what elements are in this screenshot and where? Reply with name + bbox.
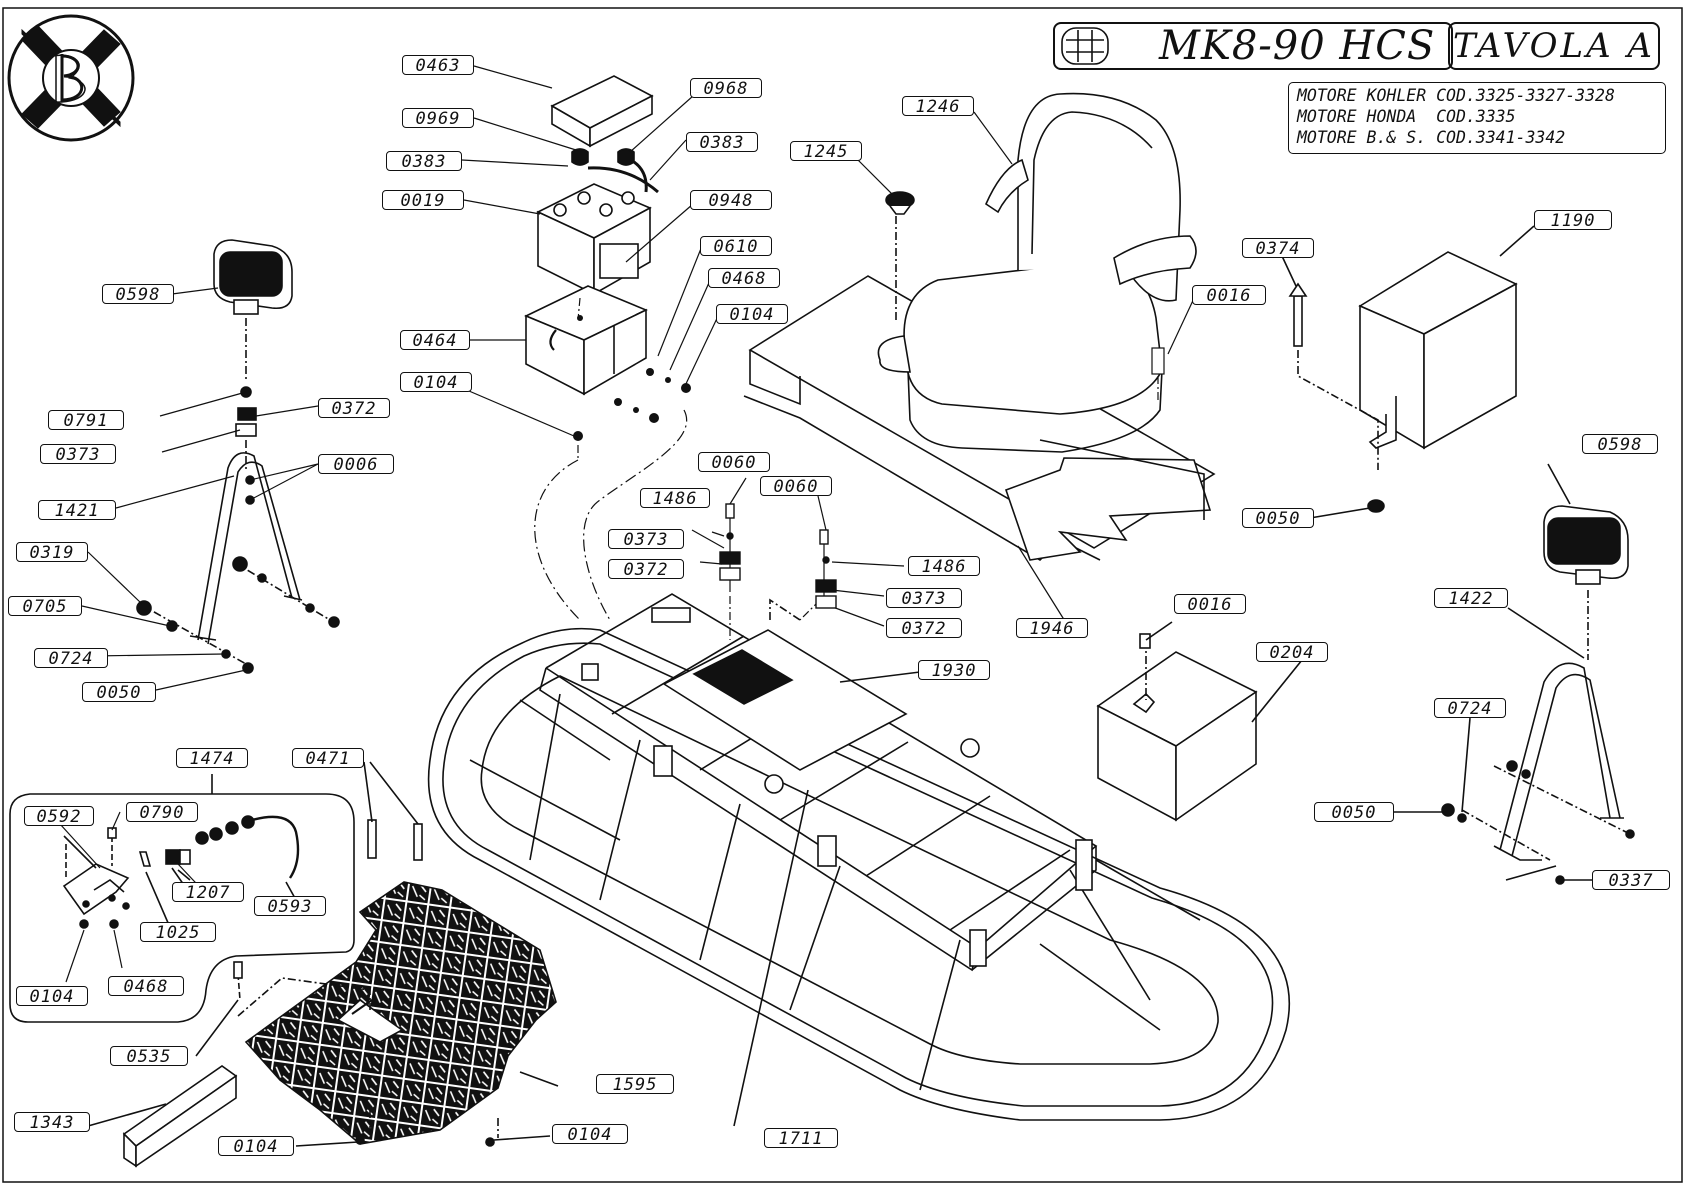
part-label: 1486 [908,556,980,577]
part-label: 0471 [292,748,364,769]
part-label: 0790 [126,802,198,823]
part-label: 0050 [82,682,156,703]
part-label: 0104 [400,372,472,393]
pedal-detail [9,774,355,1023]
part-label: 0104 [16,986,88,1007]
toolbox [1096,621,1303,822]
part-label: 0463 [402,55,474,76]
part-label: 0724 [34,648,108,669]
part-label: 0060 [760,476,832,497]
part-label: 0374 [1242,238,1314,259]
part-label: 1946 [1016,618,1088,639]
part-label: 0724 [1434,698,1506,719]
part-label: 0383 [686,132,758,153]
part-label: 1246 [902,96,974,117]
part-label: 0592 [24,806,94,827]
part-label: 0006 [318,454,394,475]
title-frame [1053,22,1453,70]
tread-plate [195,761,559,1147]
part-label: 0372 [608,559,684,580]
part-label: 0610 [700,236,772,257]
part-label: 0791 [48,410,124,431]
part-label: 0468 [108,976,184,997]
sheet-border [2,7,1683,1183]
work-light-right [1543,463,1629,660]
engine-codes-box: MOTORE KOHLER COD.3325-3327-3328 MOTORE … [1288,82,1666,154]
cover-box-1190 [1281,225,1535,519]
roll-bar-right [1394,607,1635,885]
seat-knob-1245 [885,191,915,320]
part-label: 0372 [318,398,390,419]
part-label: 0104 [552,1124,628,1145]
step-bracket [87,1065,238,1168]
part-label: 0050 [1314,802,1394,823]
part-label: 0019 [382,190,464,211]
engine-line-honda: MOTORE HONDA COD.3335 [1297,107,1516,126]
frame-fasteners [719,503,837,609]
part-label: 1474 [176,748,248,769]
model-title: MK8-90 HCS [1159,23,1436,69]
part-label: 1245 [790,141,862,162]
part-label: 0204 [1256,642,1328,663]
part-label: 0060 [698,452,770,473]
part-label: 0050 [1242,508,1314,529]
part-label: 0319 [16,542,88,563]
part-label: 0598 [1582,434,1658,455]
part-label: 0016 [1174,594,1246,615]
part-label: 1190 [1534,210,1612,231]
part-label: 0104 [716,304,788,325]
part-label: 0468 [708,268,780,289]
part-label: 0535 [110,1046,188,1067]
part-label: 0373 [886,588,962,609]
battery-group [524,75,659,396]
part-label: 0948 [690,190,772,211]
part-label: 0968 [690,78,762,99]
seat-leaders [855,111,1197,627]
brand-logo [7,14,135,142]
part-label: 0373 [40,444,116,465]
part-label: 1025 [140,922,216,943]
part-label: 1595 [596,1074,674,1095]
left-leaders [81,287,319,691]
part-label: 0969 [402,108,474,129]
part-label: 1422 [1434,588,1508,609]
part-label: 0104 [218,1136,294,1157]
part-label: 0383 [386,151,462,172]
part-label: 0598 [102,284,174,305]
engine-line-kohler: MOTORE KOHLER COD.3325-3327-3328 [1297,86,1615,105]
part-label: 0373 [608,529,684,550]
seat [743,92,1216,562]
work-light-left [213,239,293,380]
part-label: 1711 [764,1128,838,1149]
engine-line-bs: MOTORE B.& S. COD.3341-3342 [1297,128,1566,147]
main-frame [427,593,1291,1127]
battery-fasteners [573,315,691,441]
roll-bar-left [136,386,340,674]
part-label: 0372 [886,618,962,639]
chassis-icon [1061,27,1109,65]
part-label: 1930 [918,660,990,681]
part-label: 0705 [8,596,82,617]
part-label: 0337 [1592,870,1670,891]
part-label: 1421 [38,500,116,521]
part-label: 1486 [640,488,710,509]
table-title: TAVOLA A [1448,22,1660,70]
part-label: 0593 [254,896,326,917]
part-label: 0016 [1192,285,1266,306]
battery-leaders [447,65,721,621]
part-label: 1343 [14,1112,90,1133]
part-label: 0464 [400,330,470,351]
part-label: 1207 [172,882,244,903]
